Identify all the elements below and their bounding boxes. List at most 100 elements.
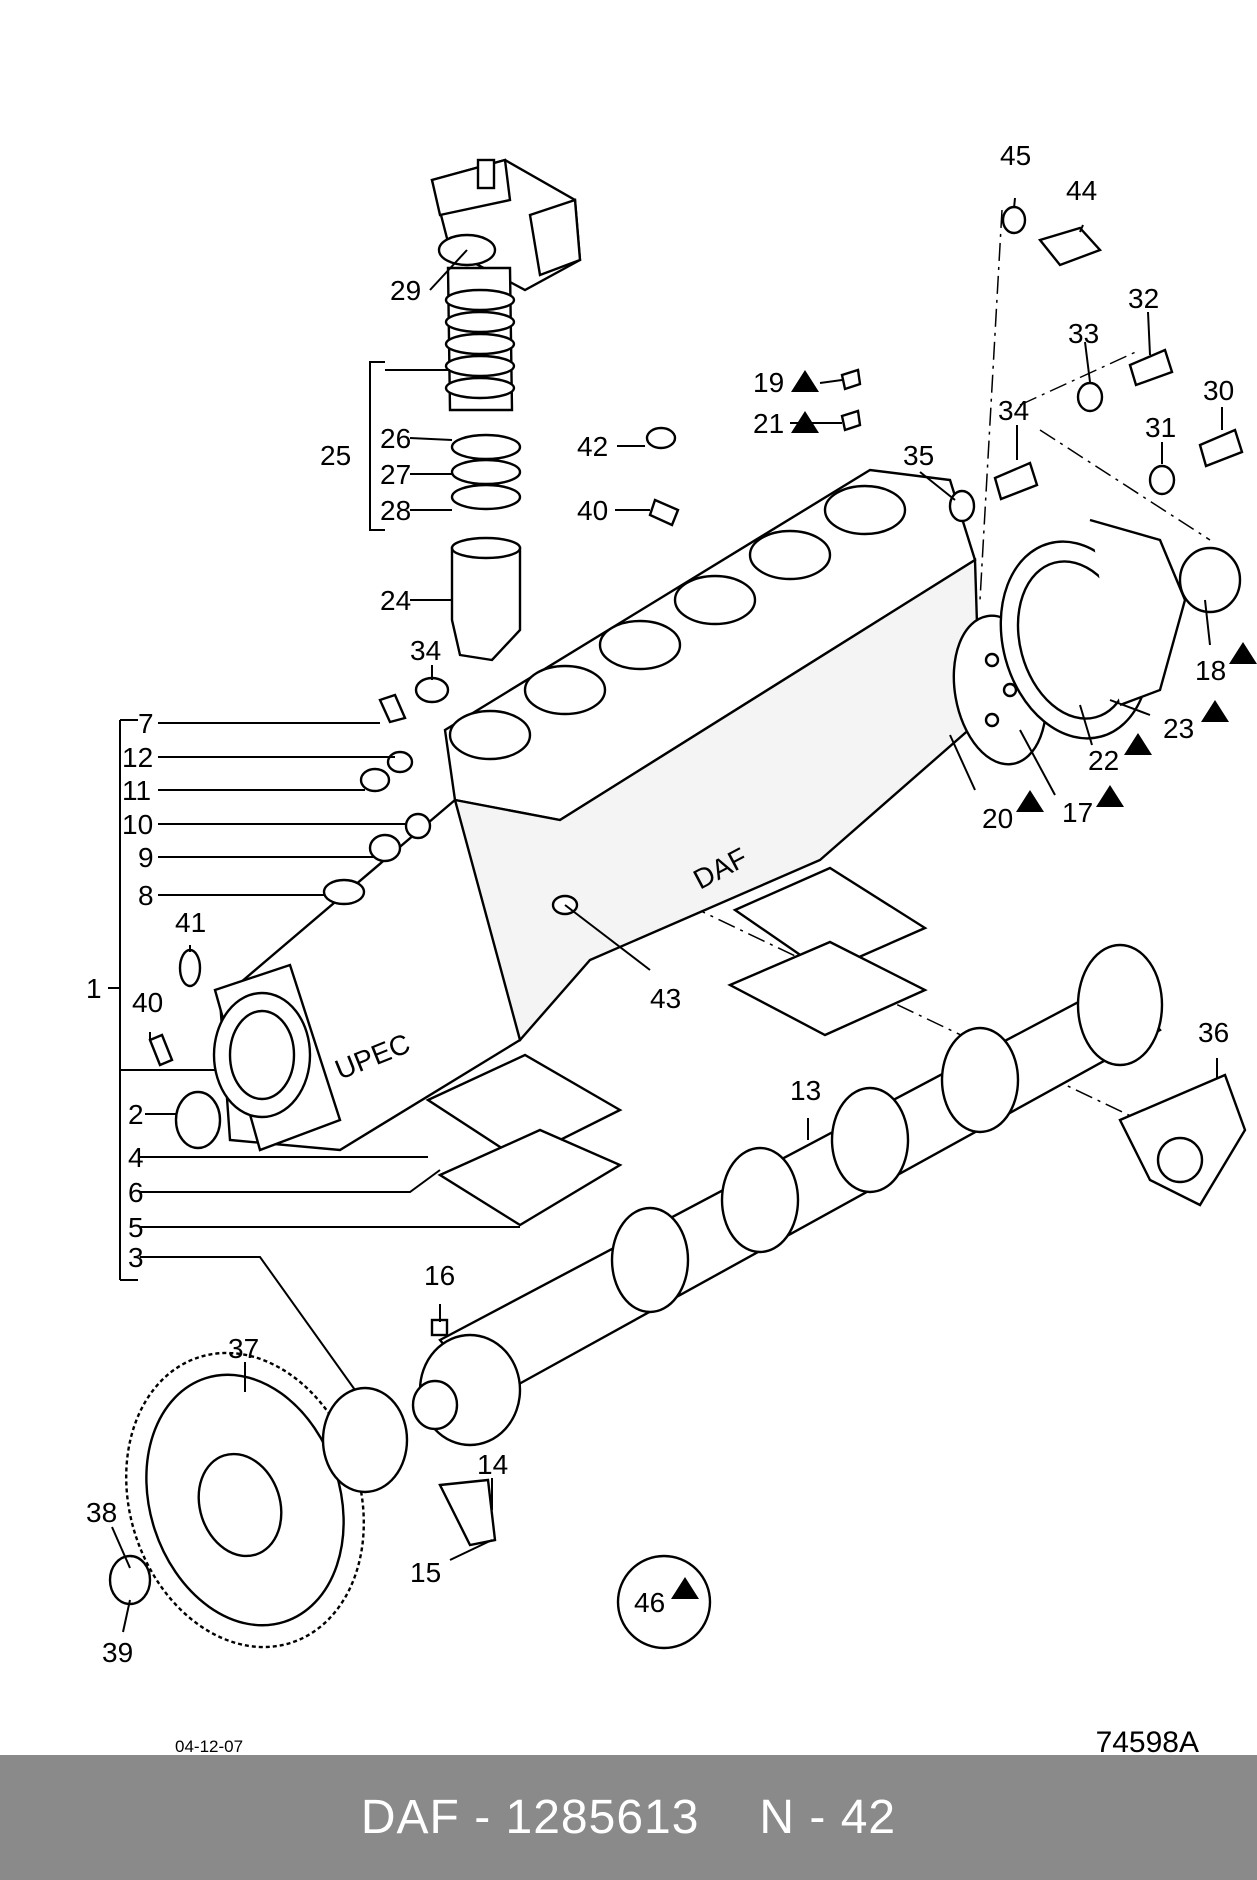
- o-rings-26-28: [450, 433, 522, 511]
- bushing-2: [174, 1090, 222, 1150]
- seal-ring-35: [948, 489, 976, 523]
- sensor-44: [1037, 226, 1103, 267]
- centerline-fittings: [1039, 429, 1211, 541]
- footer-bar: DAF - 1285613 N - 42: [0, 1755, 1257, 1880]
- plug-11: [359, 767, 391, 793]
- callout-33: 33: [1068, 318, 1099, 349]
- bracket-25: [369, 361, 385, 531]
- callout-46-circle: [616, 1554, 712, 1650]
- centerline-fittings-2: [1019, 349, 1141, 406]
- fitting-30: [1198, 428, 1244, 468]
- o-ring-42: [645, 426, 677, 450]
- exploded-parts-diagram: UPEC DAF: [86, 140, 1257, 1668]
- triangle-17: [1096, 785, 1124, 807]
- callout-20: 20: [982, 803, 1013, 834]
- pump-housing: UPEC DAF: [212, 468, 982, 1152]
- bearing-block-36: [1118, 1073, 1247, 1207]
- callout-46: 46: [634, 1587, 665, 1618]
- callout-42: 42: [577, 431, 608, 462]
- callout-2: 2: [128, 1099, 144, 1130]
- callout-17: 17: [1062, 797, 1093, 828]
- triangle-20: [1016, 790, 1044, 812]
- drawing-reference: 74598A: [1095, 1726, 1199, 1759]
- callout-34b: 34: [998, 395, 1029, 426]
- triangle-23: [1201, 700, 1229, 722]
- key-16: [430, 1318, 449, 1337]
- bearing-ring-3: [321, 1386, 409, 1494]
- lock-plate-14: [438, 1478, 497, 1547]
- seal-ring-33: [1076, 381, 1104, 413]
- seal-ring-31: [1148, 464, 1176, 496]
- callout-32: 32: [1128, 283, 1159, 314]
- sleeve-24: [450, 536, 522, 662]
- callout-29: 29: [390, 275, 421, 306]
- footer-index: N - 42: [759, 1791, 897, 1844]
- leader-lines: [108, 197, 1223, 1633]
- triangle-22: [1124, 733, 1152, 755]
- callout-15: 15: [410, 1557, 441, 1588]
- callout-14: 14: [477, 1449, 508, 1480]
- washer-10: [404, 812, 432, 840]
- plug-8: [322, 878, 366, 906]
- washer-38-39: [108, 1554, 152, 1606]
- footer-brand: DAF: [360, 1791, 460, 1844]
- callout-18: 18: [1195, 655, 1226, 686]
- callout-23: 23: [1163, 713, 1194, 744]
- gasket-plates-4-6: [425, 866, 928, 1227]
- seal-ring-45: [1001, 205, 1027, 235]
- pin-21: [840, 409, 862, 432]
- camshaft-13: [411, 943, 1164, 1447]
- callout-10: 10: [122, 809, 153, 840]
- triangle-46: [671, 1577, 699, 1599]
- pump-element-29: [430, 158, 582, 292]
- callout-13: 13: [790, 1075, 821, 1106]
- drive-housing-18: [999, 518, 1242, 740]
- pump-plunger-spring: [444, 266, 516, 412]
- callout-19: 19: [753, 367, 784, 398]
- callout-11: 11: [122, 775, 151, 806]
- callout-8: 8: [138, 880, 154, 911]
- fitting-34: [993, 461, 1039, 501]
- callout-27: 27: [380, 459, 411, 490]
- callout-6: 6: [128, 1177, 144, 1208]
- callout-30: 30: [1203, 375, 1234, 406]
- callout-24: 24: [380, 585, 411, 616]
- callout-38: 38: [86, 1497, 117, 1528]
- triangle-18: [1229, 642, 1257, 664]
- o-ring-41: [178, 948, 202, 988]
- footer-part-number: 1285613: [505, 1791, 700, 1844]
- callout-44: 44: [1066, 175, 1097, 206]
- bolt-7: [378, 693, 407, 724]
- pin-19: [840, 368, 862, 391]
- date-stamp: 04-12-07: [175, 1737, 244, 1756]
- o-ring-34: [414, 676, 450, 704]
- triangle-19: [791, 370, 819, 392]
- callout-31: 31: [1145, 412, 1176, 443]
- callout-28: 28: [380, 495, 411, 526]
- dowel-40: [648, 498, 680, 527]
- callout-22: 22: [1088, 745, 1119, 776]
- footer-separator: -: [459, 1791, 506, 1844]
- callout-1: 1: [86, 973, 102, 1004]
- callout-25: 25: [320, 440, 351, 471]
- callout-21: 21: [753, 408, 784, 439]
- callout-7: 7: [138, 708, 154, 739]
- callout-12: 12: [122, 742, 153, 773]
- timing-gear-37: [125, 1351, 365, 1649]
- callout-9: 9: [138, 842, 154, 873]
- fitting-32: [1128, 348, 1174, 387]
- triangle-21: [791, 411, 819, 433]
- plug-9: [368, 833, 402, 863]
- callout-5: 5: [128, 1212, 144, 1243]
- callout-35: 35: [903, 440, 934, 471]
- callout-26: 26: [380, 423, 411, 454]
- callout-40a: 40: [577, 495, 608, 526]
- callout-16: 16: [424, 1260, 455, 1291]
- callout-43: 43: [650, 983, 681, 1014]
- callout-41: 41: [175, 907, 206, 938]
- callout-40b: 40: [132, 987, 163, 1018]
- callout-39: 39: [102, 1637, 133, 1668]
- dowel-40b: [148, 1033, 174, 1067]
- callout-37: 37: [228, 1333, 259, 1364]
- callout-4: 4: [128, 1142, 144, 1173]
